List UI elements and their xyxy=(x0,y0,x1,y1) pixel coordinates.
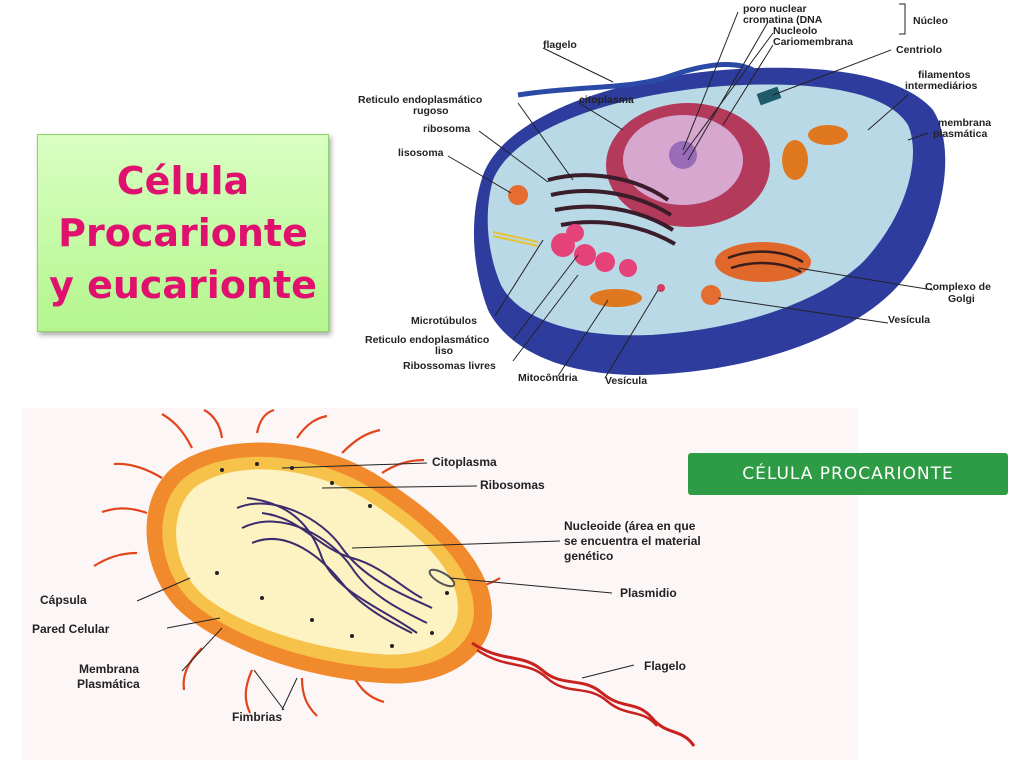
label-vesicula-bottom: Vesícula xyxy=(605,375,647,387)
mitochondria-shape-2 xyxy=(782,140,808,180)
flagellum-shape-pro xyxy=(471,641,696,747)
label-nucleoide-3: genético xyxy=(564,549,613,563)
eukaryote-diagram: poro nuclear cromatina (DNA Nucleolo Car… xyxy=(343,0,1024,390)
vesicle-shape-1 xyxy=(701,285,721,305)
title-box: Célula Procarionte y eucarionte xyxy=(37,134,329,332)
label-ribosomas: Ribosomas xyxy=(480,478,545,492)
plasmid-shape xyxy=(428,568,456,588)
label-ribossomas-livres: Ribossomas livres xyxy=(403,360,496,372)
label-filamentos-2: intermediários xyxy=(905,80,978,92)
label-centriolo: Centriolo xyxy=(896,44,942,56)
lysosome-shape xyxy=(508,185,528,205)
label-membrana-1: membrana xyxy=(938,117,991,129)
label-reticulo-liso-1: Reticulo endoplasmático xyxy=(365,334,489,346)
label-complexo-2: Golgi xyxy=(948,293,975,305)
label-citoplasma: citoplasma xyxy=(579,94,634,106)
label-reticulo-liso-2: liso xyxy=(435,345,453,357)
label-membrana-2: Plasmática xyxy=(77,677,140,691)
centriole-shape xyxy=(756,86,782,106)
label-nucleolo: Nucleolo xyxy=(773,25,817,37)
title-line-1: Célula xyxy=(116,159,250,203)
label-nucleoide-2: se encuentra el material xyxy=(564,534,701,548)
ribosomes-shape xyxy=(215,462,449,648)
label-cromatina: cromatina (DNA xyxy=(743,14,823,26)
flagellum-shape xyxy=(517,62,755,98)
label-nucleoide-1: Nucleoide (área en que xyxy=(564,519,696,533)
label-flagelo-pro: Flagelo xyxy=(644,659,686,673)
label-citoplasma-pro: Citoplasma xyxy=(432,455,497,469)
label-plasmidio: Plasmidio xyxy=(620,586,677,600)
rough-er-shape xyxy=(547,173,677,246)
microtubules-shape xyxy=(492,231,539,247)
label-nucleo: Núcleo xyxy=(913,15,948,27)
label-flagelo: flagelo xyxy=(543,39,577,51)
title-line-3: y eucarionte xyxy=(49,263,317,307)
label-ribosoma: ribosoma xyxy=(423,123,470,135)
vesicle-shape-2 xyxy=(657,284,665,292)
mitochondria-shape-3 xyxy=(808,125,848,145)
label-mitocondria: Mitocôndria xyxy=(518,372,578,384)
eukaryote-svg: poro nuclear cromatina (DNA Nucleolo Car… xyxy=(343,0,1024,390)
nucleoid-shape xyxy=(236,497,433,634)
label-complexo-1: Complexo de xyxy=(925,281,991,293)
label-reticulo-rugoso-2: rugoso xyxy=(413,105,449,117)
label-membrana-1: Membrana xyxy=(79,662,139,676)
label-cariomembrana: Cariomembrana xyxy=(773,36,853,48)
label-lisosoma: lisosoma xyxy=(398,147,444,159)
title-line-2: Procarionte xyxy=(58,211,308,255)
label-vesicula-right: Vesícula xyxy=(888,314,930,326)
label-microtubulos: Microtúbulos xyxy=(411,315,477,327)
label-capsula: Cápsula xyxy=(40,593,87,607)
smooth-er-shape xyxy=(551,224,637,277)
mitochondria-shape-1 xyxy=(590,289,642,307)
label-membrana-2: plasmática xyxy=(933,128,987,140)
prokaryote-badge: CÉLULA PROCARIONTE xyxy=(688,453,1008,495)
label-poro-nuclear: poro nuclear xyxy=(743,3,807,15)
cytoplasm-shape-pro xyxy=(176,469,458,655)
label-filamentos-1: filamentos xyxy=(918,69,971,81)
label-fimbrias: Fimbrias xyxy=(232,710,282,724)
label-pared-celular: Pared Celular xyxy=(32,622,110,636)
label-reticulo-rugoso-1: Reticulo endoplasmático xyxy=(358,94,482,106)
